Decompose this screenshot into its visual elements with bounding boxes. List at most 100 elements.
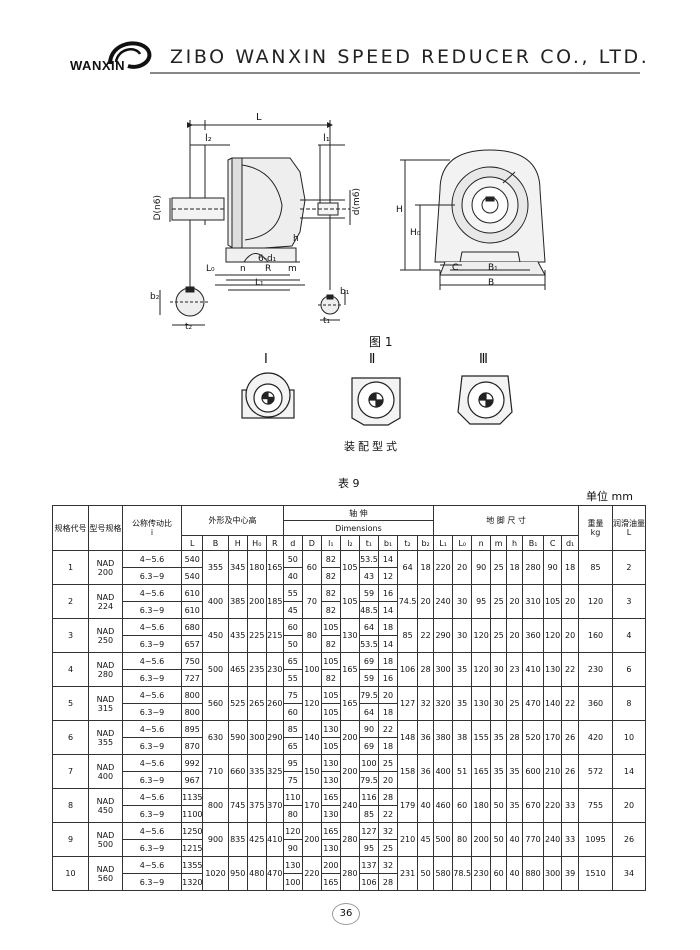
spec-code-cell: 9 [52, 822, 89, 857]
group-shaft-en: Dimensions [282, 520, 435, 536]
cell-b2: 20 [417, 584, 435, 619]
cell-h: 25 [506, 686, 523, 721]
dimension-drawing [159, 120, 546, 426]
cell-oil: 10 [611, 720, 647, 755]
cell-l2: 280 [339, 822, 360, 857]
cell-C: 130 [543, 652, 563, 687]
cell-b2: 50 [417, 856, 435, 891]
cell-L: 750 [181, 652, 204, 670]
cell-b1: 22 [377, 720, 399, 738]
cell-l1: 130 [320, 805, 341, 823]
cell-m: 35 [490, 754, 508, 789]
cell-B: 400 [202, 584, 229, 619]
col-header: d [282, 535, 303, 551]
cell-L0: 38 [452, 720, 473, 755]
col-header: d₁ [561, 535, 580, 551]
cell-B1: 280 [521, 550, 545, 585]
cell-C: 220 [543, 788, 563, 823]
cell-d: 95 [282, 754, 303, 772]
cell-t1: 116 [358, 788, 380, 806]
cell-B1: 770 [521, 822, 545, 857]
cell-l1: 130 [320, 771, 341, 789]
cell-H: 660 [227, 754, 248, 789]
dim-B: B [488, 278, 495, 288]
cell-L0: 30 [452, 618, 473, 653]
ratio-cell: 6.3~9 [121, 669, 183, 687]
cell-b2: 40 [417, 788, 435, 823]
cell-t1: 48.5 [358, 601, 380, 619]
ratio-cell: 6.3~9 [121, 839, 183, 857]
cell-L1: 240 [433, 584, 454, 619]
dim-h: h [293, 234, 299, 244]
cell-R: 410 [265, 822, 284, 857]
dim-H: H [396, 205, 403, 215]
side-view-reducer [171, 120, 350, 290]
ratio-cell: 4~5.6 [121, 652, 183, 670]
cell-t1: 90 [358, 720, 380, 738]
assembly-label-3: Ⅲ [479, 352, 488, 367]
cell-L: 1215 [181, 839, 204, 857]
dim-B1: B₁ [488, 263, 498, 273]
cell-B: 800 [202, 788, 229, 823]
ratio-cell: 4~5.6 [121, 754, 183, 772]
cell-d1: 26 [561, 754, 580, 789]
unit-label: 单位 mm [586, 490, 633, 503]
cell-d1: 33 [561, 788, 580, 823]
cell-H0: 375 [246, 788, 267, 823]
cell-C: 105 [543, 584, 563, 619]
cell-h: 35 [506, 754, 523, 789]
cell-b2: 18 [417, 550, 435, 585]
cell-l1: 165 [320, 822, 341, 840]
cell-B: 630 [202, 720, 229, 755]
ratio-cell: 4~5.6 [121, 584, 183, 602]
cell-b2: 32 [417, 686, 435, 721]
col-header: n [471, 535, 492, 551]
cell-B: 500 [202, 652, 229, 687]
cell-l1: 82 [320, 669, 341, 687]
cell-L0: 51 [452, 754, 473, 789]
cell-L1: 290 [433, 618, 454, 653]
cell-d: 50 [282, 635, 303, 653]
cell-b2: 22 [417, 618, 435, 653]
cell-oil: 2 [611, 550, 647, 585]
col-header: D [301, 535, 322, 551]
cell-n: 130 [471, 686, 492, 721]
cell-h: 40 [506, 856, 523, 891]
cell-D: 70 [301, 584, 322, 619]
ratio-cell: 4~5.6 [121, 788, 183, 806]
cell-n: 230 [471, 856, 492, 891]
col-header: B [202, 535, 229, 551]
cell-t2: 64 [397, 550, 419, 585]
cell-l1: 82 [320, 635, 341, 653]
cell-R: 325 [265, 754, 284, 789]
spec-code-cell: 5 [52, 686, 89, 721]
cell-d: 65 [282, 737, 303, 755]
cell-b1: 18 [377, 652, 399, 670]
cell-l1: 105 [320, 737, 341, 755]
cell-L1: 220 [433, 550, 454, 585]
cell-t1: 64 [358, 618, 380, 636]
cell-H0: 300 [246, 720, 267, 755]
cell-t1: 95 [358, 839, 380, 857]
cell-d1: 26 [561, 720, 580, 755]
cell-kg: 230 [578, 652, 613, 687]
cell-L: 800 [181, 703, 204, 721]
cell-t1: 53.5 [358, 550, 380, 568]
cell-b1: 14 [377, 550, 399, 568]
cell-B1: 520 [521, 720, 545, 755]
cell-t2: 74.5 [397, 584, 419, 619]
cell-d: 100 [282, 873, 303, 891]
dim-n: n [240, 264, 246, 274]
cell-d: 65 [282, 652, 303, 670]
cell-kg: 1095 [578, 822, 613, 857]
cell-b2: 36 [417, 720, 435, 755]
cell-kg: 120 [578, 584, 613, 619]
cell-t1: 53.5 [358, 635, 380, 653]
